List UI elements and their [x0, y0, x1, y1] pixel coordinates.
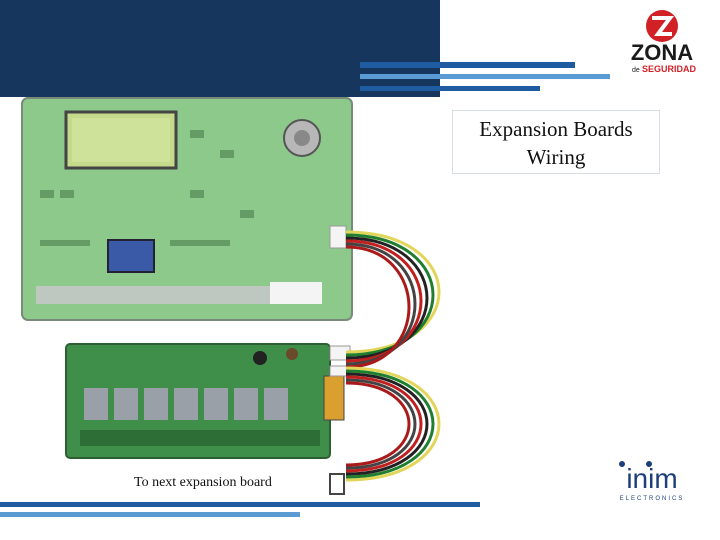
inim-logo-icon: inim ELECTRONICS — [619, 461, 685, 502]
header-stripe-1 — [360, 62, 575, 68]
boards-illustration — [21, 97, 441, 495]
slide-title-line1: Expansion Boards — [479, 117, 633, 141]
expansion-board — [65, 343, 351, 459]
zona-logo-text: ZONA — [631, 40, 693, 65]
zona-logo-de: de — [632, 67, 640, 74]
footer-stripe-2 — [0, 512, 300, 517]
slide-title-line2: Wiring — [526, 145, 586, 169]
next-board-caption: To next expansion board — [134, 475, 272, 490]
wiring-cable-2 — [345, 366, 441, 482]
connector-end — [329, 473, 345, 495]
footer-stripe-1 — [0, 502, 480, 507]
inim-logo-text: inim — [626, 463, 677, 494]
wiring-cable — [345, 230, 441, 369]
control-panel-board — [21, 97, 353, 321]
header-stripe-3 — [360, 86, 540, 91]
header-block — [0, 0, 440, 97]
zona-logo-sub: SEGURIDAD — [642, 64, 697, 74]
header-stripe-2 — [360, 74, 610, 79]
zona-logo-icon: ZONA de SEGURIDAD — [631, 10, 697, 74]
slide-title-box: Expansion Boards Wiring — [452, 110, 660, 174]
inim-logo-sub: ELECTRONICS — [620, 496, 685, 502]
